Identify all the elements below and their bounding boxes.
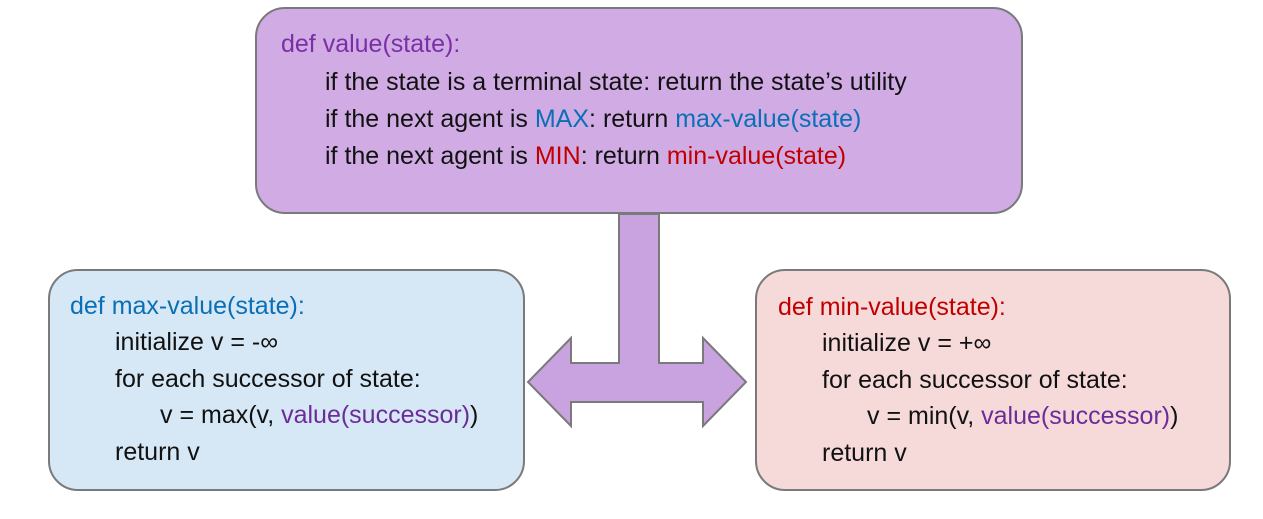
value-max-line: if the next agent is MAX: return max-val… [325, 104, 861, 134]
min-value-call: min-value(state) [666, 142, 847, 170]
min-agent-label: MIN [534, 142, 581, 170]
value-function-box: def value(state): if the state is a term… [255, 7, 1023, 214]
min-value-header: def min-value(state): [778, 293, 1006, 321]
max-assign-pre: v = max(v, [160, 401, 282, 429]
max-value-call: max-value(state) [675, 105, 862, 133]
split-arrow-shape [526, 213, 748, 429]
value-min-text-mid: : return [580, 142, 667, 170]
min-assign-pre: v = min(v, [867, 402, 982, 430]
max-loop-line: for each successor of state: [115, 365, 421, 393]
max-value-function-box: def max-value(state): initialize v = -∞ … [48, 269, 525, 491]
value-min-line: if the next agent is MIN: return min-val… [325, 141, 846, 171]
value-max-text-mid: : return [589, 105, 676, 133]
max-init-line: initialize v = -∞ [115, 328, 279, 356]
value-max-text-pre: if the next agent is [325, 105, 535, 133]
value-terminal-line: if the state is a terminal state: return… [325, 68, 907, 96]
value-function-header: def value(state): [281, 30, 461, 58]
min-value-function-box: def min-value(state): initialize v = +∞ … [755, 269, 1231, 491]
max-agent-label: MAX [534, 105, 590, 133]
value-min-text-pre: if the next agent is [325, 142, 535, 170]
min-assign-post: ) [1170, 402, 1179, 430]
min-assign-line: v = min(v, value(successor)) [867, 401, 1178, 431]
max-assign-post: ) [470, 401, 479, 429]
min-value-successor-call: value(successor) [981, 402, 1171, 430]
max-value-successor-call: value(successor) [281, 401, 471, 429]
min-loop-line: for each successor of state: [822, 366, 1128, 394]
min-return-line: return v [822, 439, 907, 467]
max-return-line: return v [115, 438, 200, 466]
min-init-line: initialize v = +∞ [822, 329, 992, 357]
max-value-header: def max-value(state): [70, 292, 305, 320]
max-assign-line: v = max(v, value(successor)) [160, 400, 478, 430]
